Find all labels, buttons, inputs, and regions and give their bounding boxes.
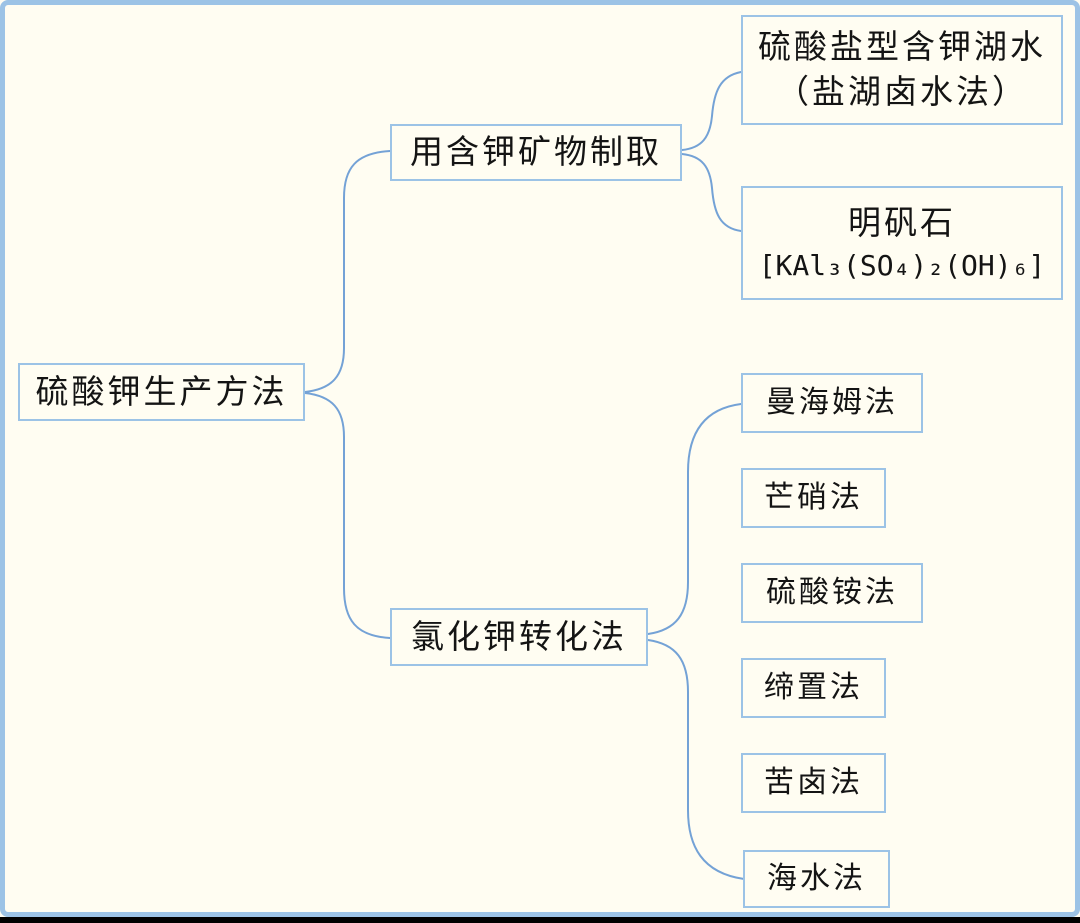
branch-node-kcl-conversion: 氯化钾转化法 [390,608,648,666]
child-node-alunite: 明矾石 [KAl₃(SO₄)₂(OH)₆] [741,186,1063,300]
leaf-node-label: 苦卤法 [764,764,863,800]
leaf-node-label: 缔置法 [764,669,863,705]
leaf-node-label: 硫酸铵法 [766,574,898,610]
leaf-node-label: 曼海姆法 [766,384,898,420]
leaf-node-mirabilite-method: 芒硝法 [741,468,886,528]
connector-branch-1-to-child-1 [681,71,742,151]
leaf-node-label: 芒硝法 [764,479,863,515]
child-node-sulfate-lake-water: 硫酸盐型含钾湖水 （盐湖卤水法） [741,15,1063,125]
root-node-label: 硫酸钾生产方法 [35,371,288,411]
connector-branch-1-to-child-2 [681,153,742,232]
connector-root-to-branch-1 [304,150,391,393]
connector-branch-2-to-leaf-1 [647,403,742,635]
branch-node-mineral-extraction: 用含钾矿物制取 [390,124,682,181]
leaf-node-bittern-method: 苦卤法 [741,753,886,813]
leaf-node-label: 海水法 [767,860,866,896]
connector-branch-2-to-leaf-6 [647,639,745,880]
child-node-line1: 硫酸盐型含钾湖水 [758,27,1046,67]
child-node-line2: （盐湖卤水法） [776,72,1028,111]
branch-node-label: 氯化钾转化法 [411,616,627,656]
connector-root-to-branch-2 [304,392,391,639]
child-node-line1: 明矾石 [848,202,956,242]
leaf-node-seawater-method: 海水法 [743,850,890,908]
leaf-node-ammonium-sulfate-method: 硫酸铵法 [741,563,923,623]
bottom-edge-strip [0,917,1080,923]
leaf-node-mannheim-method: 曼海姆法 [741,373,923,433]
branch-node-label: 用含钾矿物制取 [410,132,662,172]
leaf-node-dizhi-method: 缔置法 [741,658,886,718]
root-node-potassium-sulfate-production: 硫酸钾生产方法 [18,363,305,421]
alunite-chemical-formula: [KAl₃(SO₄)₂(OH)₆] [758,249,1046,283]
